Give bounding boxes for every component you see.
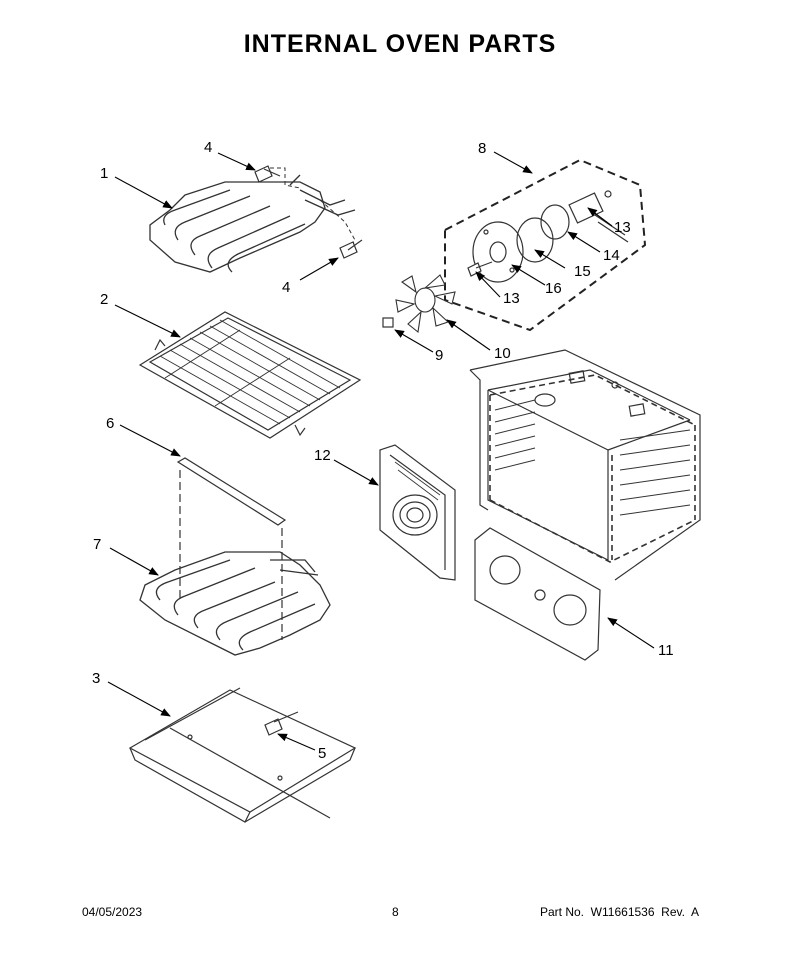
footer-part-number: Part No. W11661536 Rev. A	[540, 905, 699, 919]
heat-shield-disc	[516, 217, 554, 263]
callout-9: 9	[435, 347, 443, 364]
screw-5	[264, 711, 299, 736]
callout-8: 8	[478, 140, 486, 157]
oven-cavity	[470, 350, 700, 580]
callout-1: 1	[100, 165, 108, 182]
footer-page-number: 8	[392, 905, 399, 919]
screw-top	[254, 165, 281, 183]
callout-14: 14	[603, 247, 620, 264]
footer-date: 04/05/2023	[82, 905, 143, 919]
callout-15: 15	[574, 263, 591, 280]
element-cover	[176, 457, 287, 640]
callout-12: 12	[314, 447, 331, 464]
broil-element	[150, 175, 355, 272]
convection-motor	[568, 190, 629, 243]
convection-fan-blade	[396, 275, 455, 332]
callout-2: 2	[100, 291, 108, 308]
wire-harness	[270, 167, 356, 251]
convection-fan-cover	[380, 445, 455, 580]
callout-4-top: 4	[204, 139, 212, 156]
callout-13-lower: 13	[503, 290, 520, 307]
callout-13-upper: 13	[614, 219, 631, 236]
convection-fan-assembly-group	[444, 158, 647, 332]
callout-5: 5	[318, 745, 326, 762]
insulation-disc	[540, 204, 570, 240]
callout-3: 3	[92, 670, 100, 687]
oven-rack	[140, 312, 360, 438]
rear-insulation-panel	[475, 528, 600, 660]
callout-4-bottom: 4	[282, 279, 290, 296]
fan-mounting-bracket	[472, 221, 524, 283]
screw-bottom	[339, 239, 363, 259]
callout-arrows	[107, 151, 655, 751]
fan-nut	[382, 317, 394, 328]
screw-13-lower	[467, 261, 493, 277]
callout-7: 7	[93, 536, 101, 553]
callout-10: 10	[494, 345, 511, 362]
page-title: INTERNAL OVEN PARTS	[243, 30, 557, 58]
oven-bottom-panel	[130, 688, 355, 822]
bake-element	[140, 552, 330, 655]
callout-6: 6	[106, 415, 114, 432]
callout-16: 16	[545, 280, 562, 297]
callout-11: 11	[658, 642, 674, 659]
